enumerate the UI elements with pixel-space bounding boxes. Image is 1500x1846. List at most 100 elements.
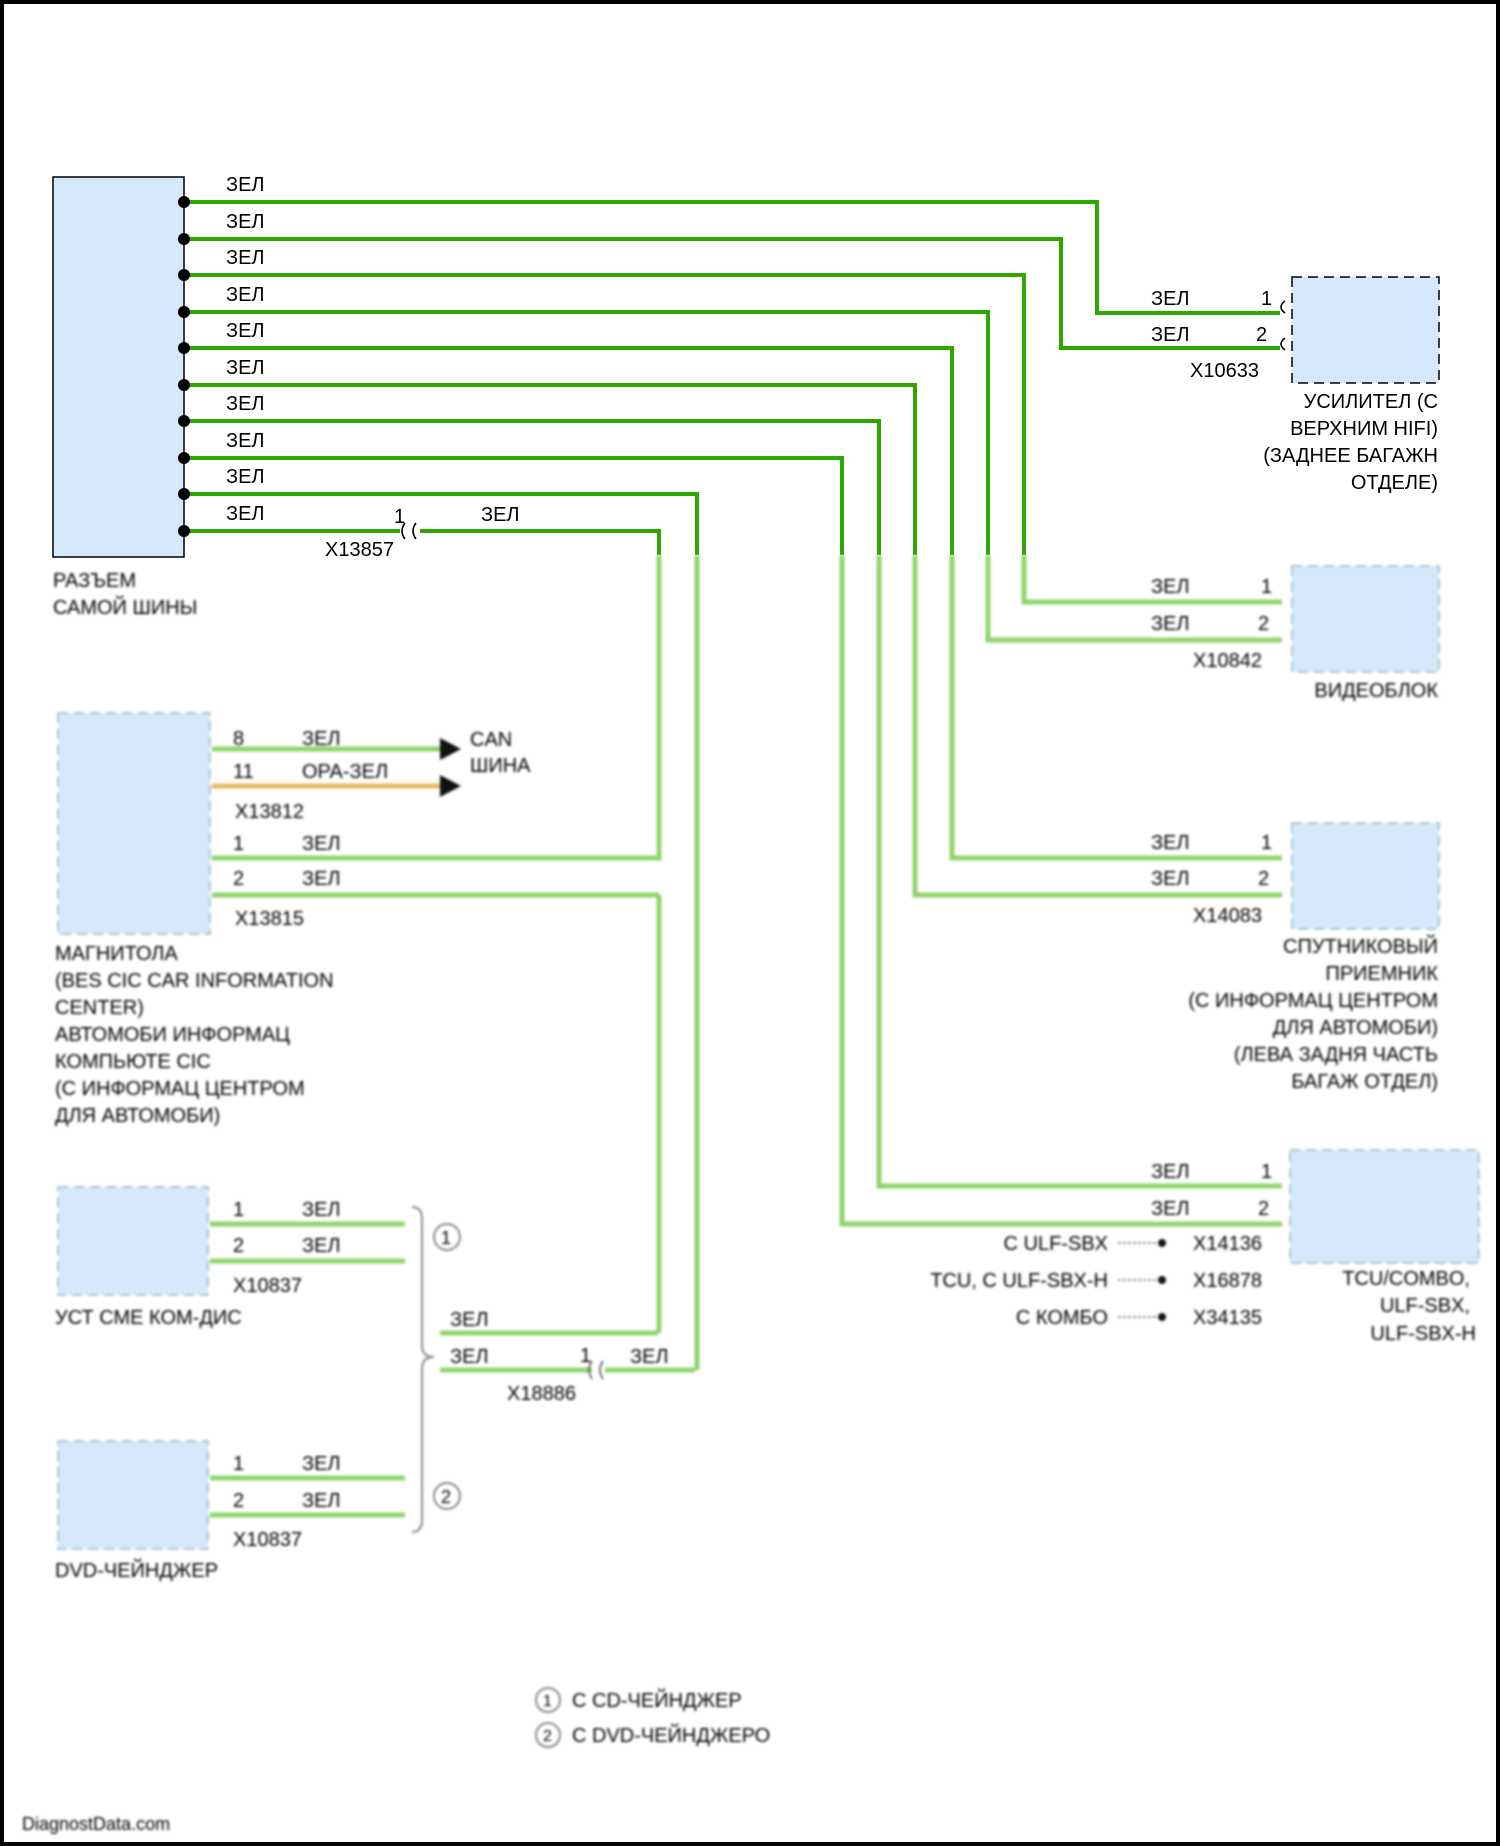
radio-can-pin-2: 11 [233,761,254,783]
tel-variant-connector: X14136 [1193,1233,1262,1255]
cd-wire-label-1: ЗЕЛ [302,1199,341,1221]
pin-dot [178,415,190,427]
telematics-block [1290,1150,1479,1263]
x13857-label: X13857 [325,539,394,561]
sat-connector-label: X14083 [1193,905,1262,927]
tel-wire-label-1: ЗЕЛ [1151,1161,1190,1183]
amp-pin-1: 1 [1261,288,1272,310]
junction-wire-label-2: ЗЕЛ [450,1346,489,1368]
cd-pin-1: 1 [233,1199,244,1221]
sat-name-line-4: ДЛЯ АВТОМОБИ) [1273,1017,1438,1039]
tel-variant-connector: X34135 [1193,1307,1262,1329]
main-wire-label: ЗЕЛ [226,284,265,306]
video-name: ВИДЕОБЛОК [1314,680,1438,702]
main-connector-name-1: РАЗЪЕМ [53,570,136,592]
amp-name-line-2: ВЕРХНИМ HIFI) [1290,418,1438,440]
tel-variant-connector: X16878 [1193,1270,1262,1292]
pin-dot [178,269,190,281]
tel-variant-label: С ULF-SBX [1004,1233,1108,1255]
amp-name-line-4: ОТДЕЛЕ) [1351,472,1438,494]
cd-name: УСТ СМЕ КОМ-ДИС [55,1307,242,1329]
video-pin-1: 1 [1261,576,1272,598]
sat-pin-2: 2 [1258,868,1269,890]
pin-dot [178,196,190,208]
video-connector-label: X10842 [1193,650,1262,672]
pin-dot [178,233,190,245]
radio-connector: X13815 [235,908,304,930]
cd-changer-block [58,1187,208,1295]
main-wire-label: ЗЕЛ [226,247,265,269]
can-target-line-1: CAN [470,729,512,751]
amp-connector-label: X10633 [1190,360,1259,382]
cd-wire-label-2: ЗЕЛ [302,1235,341,1257]
tel-variant-dot [1158,1313,1166,1321]
junction-wire-label-1: ЗЕЛ [450,1309,489,1331]
radio-wire-label-1: ЗЕЛ [302,833,341,855]
tel-pin-2: 2 [1258,1198,1269,1220]
radio-pin-1: 1 [233,833,244,855]
pin-dot [178,452,190,464]
dvd-wire-label-2: ЗЕЛ [302,1490,341,1512]
amp-name-line-3: (ЗАДНЕЕ БАГАЖН [1263,445,1438,467]
legend-text-1: С CD-ЧЕЙНДЖЕР [572,1688,742,1712]
amp-wire-label-1: ЗЕЛ [1151,288,1190,310]
radio-name-line: CENTER) [55,997,144,1019]
legend-mark-1: 1 [543,1693,552,1710]
radio-wire-label-2: ЗЕЛ [302,868,341,890]
amp-wire-label-2: ЗЕЛ [1151,324,1190,346]
tel-name-line-1: TCU/COMBO, [1342,1268,1470,1290]
tel-variant-dot [1158,1239,1166,1247]
sat-name-line-2: ПРИЕМНИК [1325,963,1438,985]
radio-name-line: (С ИНФОРМАЦ ЦЕНТРОМ [55,1078,305,1100]
amplifier-block [1292,277,1439,383]
sat-wire-label-1: ЗЕЛ [1151,832,1190,854]
main-wire-label: ЗЕЛ [226,503,265,525]
video-wire-label-2: ЗЕЛ [1151,613,1190,635]
sat-name-line-6: БАГАЖ ОТДЕЛ) [1291,1071,1438,1093]
main-wire-label: ЗЕЛ [226,320,265,342]
main-wire-label: ЗЕЛ [226,174,265,196]
cd-pin-2: 2 [233,1235,244,1257]
radio-can-connector: X13812 [235,801,304,823]
can-target-line-2: ШИНА [470,755,531,777]
pin-dot [178,306,190,318]
dvd-pin-1: 1 [233,1453,244,1475]
dvd-wire-label-1: ЗЕЛ [302,1453,341,1475]
junction-connector: X18886 [507,1383,576,1405]
video-block [1292,566,1439,672]
radio-name-line: ДЛЯ АВТОМОБИ) [55,1105,220,1127]
pin-dot [178,488,190,500]
tel-name-line-2: ULF-SBX, [1380,1295,1470,1317]
main-connector-name-2: САМОЙ ШИНЫ [53,595,197,619]
radio-can-wire-2: ОРА-ЗЕЛ [302,761,388,783]
tel-variant-label: С КОМБО [1016,1307,1108,1329]
main-wire-label: ЗЕЛ [226,211,265,233]
legend-text-2: С DVD-ЧЕЙНДЖЕРО [572,1723,770,1747]
radio-pin-2: 2 [233,868,244,890]
main-wire-label: ЗЕЛ [226,393,265,415]
tel-wire-label-2: ЗЕЛ [1151,1198,1190,1220]
legend-mark-2: 2 [543,1728,552,1745]
junction-wire-label-3: ЗЕЛ [630,1346,669,1368]
radio-name-line: МАГНИТОЛА [55,943,178,965]
sat-name-line-5: (ЛЕВА ЗАДНЯ ЧАСТЬ [1234,1044,1438,1066]
radio-name-line: АВТОМОБИ ИНФОРМАЦ [55,1024,290,1046]
satellite-block [1292,823,1439,929]
radio-block [58,713,210,934]
dvd-name: DVD-ЧЕЙНДЖЕР [55,1558,218,1582]
sat-name-line-3: (С ИНФОРМАЦ ЦЕНТРОМ [1188,990,1438,1012]
option-mark-1: 1 [441,1228,451,1248]
dvd-pin-2: 2 [233,1490,244,1512]
sat-pin-1: 1 [1261,832,1272,854]
tel-pin-1: 1 [1261,1161,1272,1183]
tel-variant-dot [1158,1276,1166,1284]
video-pin-2: 2 [1258,613,1269,635]
main-wire-label: ЗЕЛ [226,357,265,379]
sat-name-line-1: СПУТНИКОВЫЙ [1283,934,1438,958]
radio-name-line: (BES CIC CAR INFORMATION [55,970,334,992]
amp-name-line-1: УСИЛИТЕЛ (С [1304,391,1438,413]
amp-pin-2: 2 [1256,324,1267,346]
wire-label-after-x13857: ЗЕЛ [481,504,520,526]
dvd-changer-block [58,1441,208,1549]
